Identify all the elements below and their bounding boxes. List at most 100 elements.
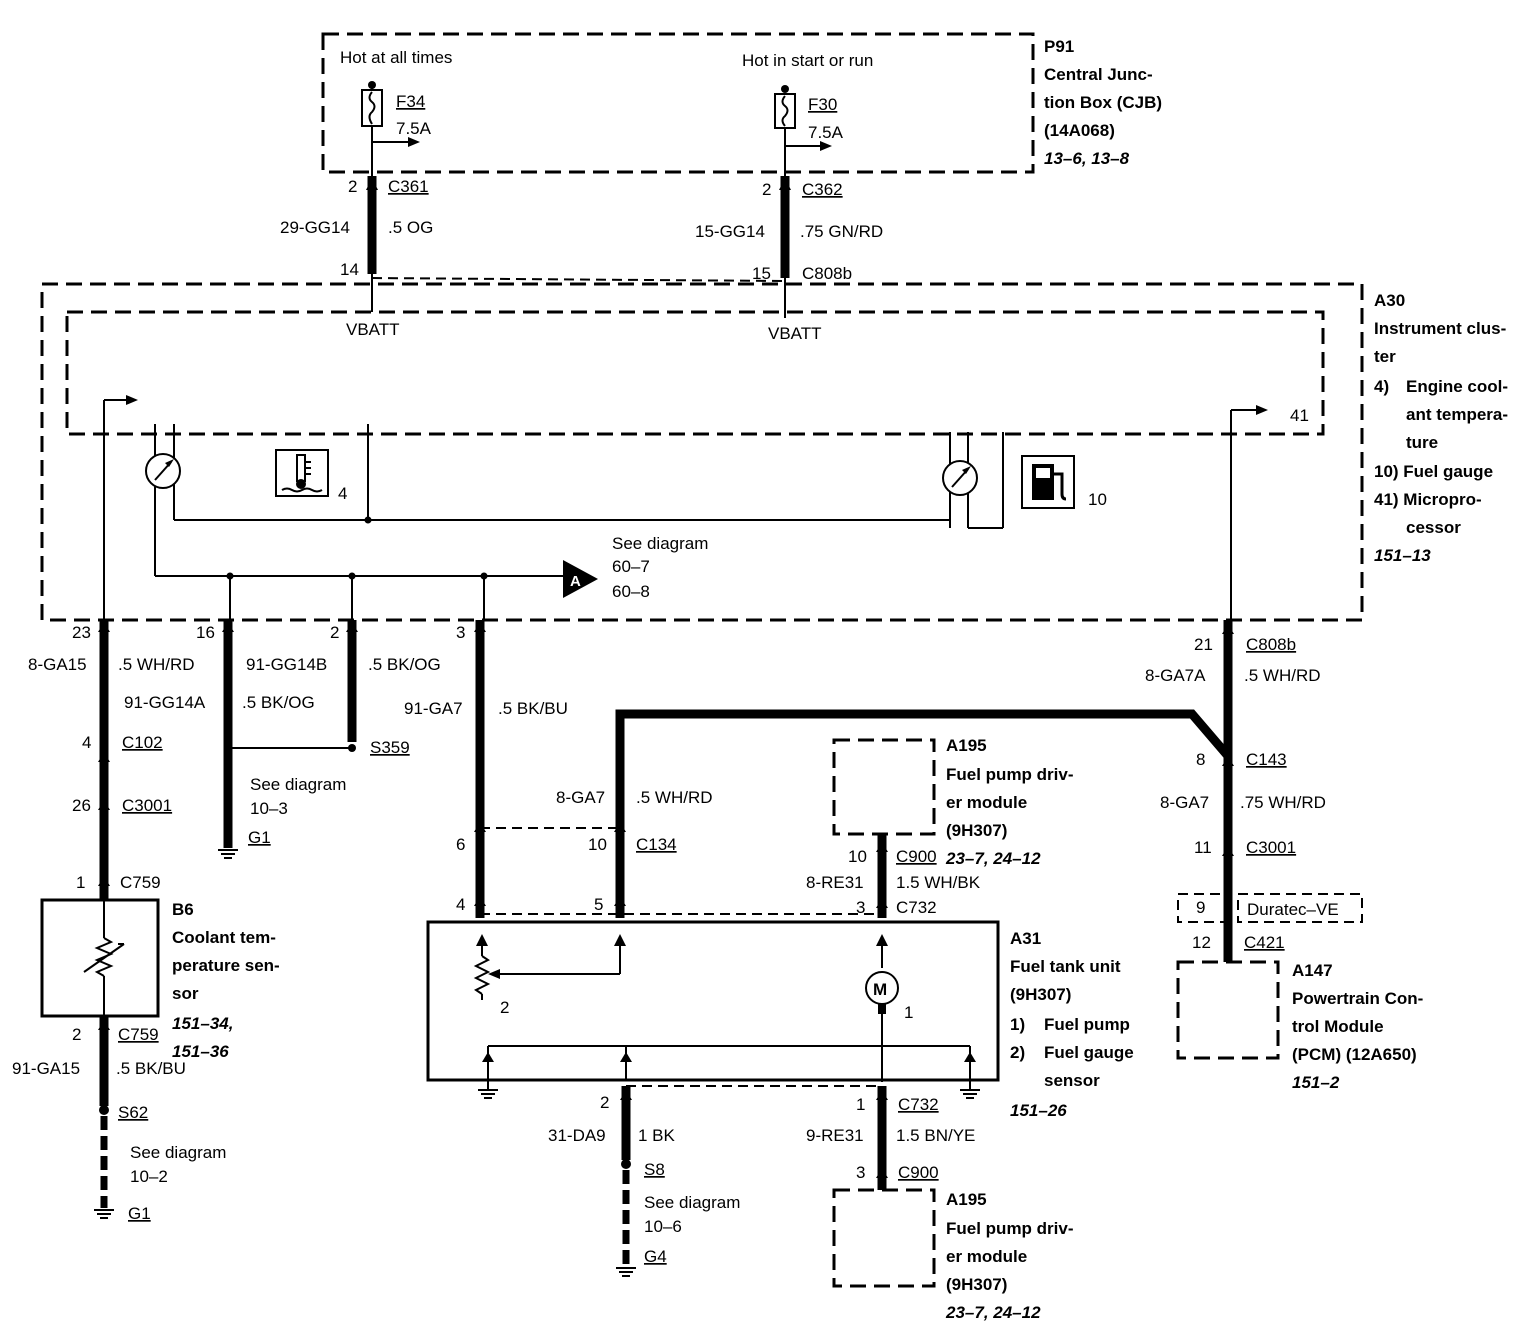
coolant-c759-bot: C759 <box>118 1025 159 1044</box>
tank-bottom-pin2: 2 <box>600 1093 609 1112</box>
pump-top-pin10: 10 <box>848 847 867 866</box>
cluster-item4-2: ant tempera- <box>1406 405 1508 424</box>
pcm-pin21: 21 <box>1194 635 1213 654</box>
cluster-pages: 151–13 <box>1374 546 1431 565</box>
tank-bottom-c732: C732 <box>898 1095 939 1114</box>
gauge10-label: 10 <box>1088 490 1107 509</box>
ground-circ-a: 91-GG14A <box>124 693 206 712</box>
tank-bottom-circ-gnd: 31-DA9 <box>548 1126 606 1145</box>
pcm-pin9: 9 <box>1196 898 1205 917</box>
cluster-item41-1: 41) Micropro- <box>1374 490 1482 509</box>
coolant-pin23: 23 <box>72 623 91 642</box>
fuel-circuit: 91-GA7 <box>404 699 463 718</box>
feed-right-pin-bottom: 15 <box>752 264 771 283</box>
pump-driver-top-outline <box>832 738 936 836</box>
fuel-wire2: .5 WH/RD <box>636 788 713 807</box>
ground-wire-b: .5 BK/OG <box>368 655 441 674</box>
pcm-c3001: C3001 <box>1246 838 1296 857</box>
cluster-item4-3: ture <box>1406 433 1438 452</box>
reference-a-icon <box>563 560 598 598</box>
ground-wire-a: .5 BK/OG <box>242 693 315 712</box>
cjb-outline <box>321 32 1035 174</box>
coolant-wire: .5 WH/RD <box>118 655 195 674</box>
fuel-level-sensor-icon <box>473 955 491 995</box>
ground-see-ref: 10–3 <box>250 799 288 818</box>
ground-see: See diagram <box>250 775 346 794</box>
feed-left-circuit: 29-GG14 <box>280 218 350 237</box>
coolant-c3001: C3001 <box>122 796 172 815</box>
feed-right-conn-bottom: C808b <box>802 264 852 283</box>
sensor-pages-1: 151–34, <box>172 1014 233 1033</box>
pump-bottom-pages: 23–7, 24–12 <box>945 1303 1041 1322</box>
pump-top-c732: C732 <box>896 898 937 917</box>
pcm-c808b: C808b <box>1246 635 1296 654</box>
fuse-f30-label: F30 <box>808 95 837 114</box>
splice-s359: S359 <box>370 738 410 757</box>
feed-left-conn: C361 <box>388 177 429 196</box>
vbatt-right: VBATT <box>768 324 822 343</box>
cjb-bus-node-right <box>781 85 789 93</box>
tank-bottom-pin1: 1 <box>856 1095 865 1114</box>
ground-g1: G1 <box>248 828 271 847</box>
coolant-wire-bot: .5 BK/BU <box>116 1059 186 1078</box>
pump-bottom-name-2: er module <box>946 1247 1027 1266</box>
cluster-see-2: 60–8 <box>612 582 650 601</box>
pump-top-ref: A195 <box>946 736 987 755</box>
cjb-name-2: tion Box (CJB) <box>1044 93 1162 112</box>
cluster-item41-2: cessor <box>1406 518 1461 537</box>
coolant-pin1: 1 <box>76 873 85 892</box>
pcm-circuit: 8-GA7A <box>1145 666 1206 685</box>
tank-item2-2: sensor <box>1044 1071 1100 1090</box>
sensor-name-1: Coolant tem- <box>172 928 276 947</box>
sensor-ref: B6 <box>172 900 194 919</box>
pcm-c143: C143 <box>1246 750 1287 769</box>
pump-top-pages: 23–7, 24–12 <box>945 849 1041 868</box>
tank-pages: 151–26 <box>1010 1101 1067 1120</box>
coolant-pin4: 4 <box>82 733 91 752</box>
tank-label-1: 1 <box>904 1003 913 1022</box>
cluster-ref: A30 <box>1374 291 1405 310</box>
sensor-name-3: sor <box>172 984 199 1003</box>
fuel-c134: C134 <box>636 835 677 854</box>
pcm-wire2: .75 WH/RD <box>1240 793 1326 812</box>
pump-top-wire: 1.5 WH/BK <box>896 873 981 892</box>
tank-name: Fuel tank unit <box>1010 957 1121 976</box>
coolant-temp-icon <box>275 449 329 497</box>
motor-label: M <box>873 980 887 999</box>
pcm-pin12: 12 <box>1192 933 1211 952</box>
fuel-circ2: 8-GA7 <box>556 788 605 807</box>
coolant-pin26: 26 <box>72 796 91 815</box>
tank-item1-num: 1) <box>1010 1015 1025 1034</box>
splice-s8-label: S8 <box>644 1160 665 1179</box>
ground-circ-b: 91-GG14B <box>246 655 327 674</box>
ground-pin16: 16 <box>196 623 215 642</box>
fuel-pump-icon <box>1021 455 1075 509</box>
feed-left-pin-top: 2 <box>348 177 357 196</box>
reference-a-marker: A <box>570 573 581 590</box>
coolant-see: See diagram <box>130 1143 226 1162</box>
hot-always-label: Hot at all times <box>340 48 452 67</box>
feed-left-wire: .5 OG <box>388 218 433 237</box>
microprocessor-outline <box>65 310 1325 436</box>
feed-right-conn: C362 <box>802 180 843 199</box>
fuse-f34-icon <box>361 89 383 127</box>
fuel-tank-unit-box <box>426 920 1000 1082</box>
pump-top-name-2: er module <box>946 793 1027 812</box>
pump-bottom-ref: A195 <box>946 1190 987 1209</box>
pump-top-circuit: 8-RE31 <box>806 873 864 892</box>
arrow-icon <box>820 141 832 151</box>
wire-8-ga7 <box>615 709 1232 918</box>
tank-bottom-see-ref: 10–6 <box>644 1217 682 1236</box>
tank-bottom-pin3: 3 <box>856 1163 865 1182</box>
feed-right-wire: .75 GN/RD <box>800 222 883 241</box>
fuse-f30-icon <box>774 93 796 129</box>
tank-part: (9H307) <box>1010 985 1071 1004</box>
ground-pin2: 2 <box>330 623 339 642</box>
ground-icon <box>960 1089 980 1099</box>
splice-s62 <box>99 1105 109 1115</box>
pcm-c421: C421 <box>1244 933 1285 952</box>
fuse-f34-rating: 7.5A <box>396 119 432 138</box>
fuel-pin5: 5 <box>594 895 603 914</box>
coolant-circuit: 8-GA15 <box>28 655 87 674</box>
